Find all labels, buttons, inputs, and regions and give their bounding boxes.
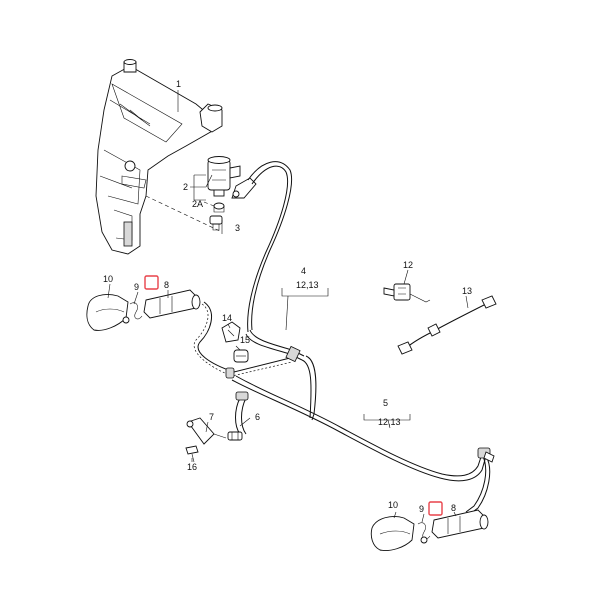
callout-5: 5 — [383, 398, 388, 408]
callout-8-right: 8 — [451, 503, 456, 513]
highlight-box-left — [144, 275, 159, 290]
callout-9-right: 9 — [419, 504, 424, 514]
callout-10-left: 10 — [103, 274, 113, 284]
callout-2: 2 — [183, 182, 188, 192]
washer-nozzle-left — [143, 289, 201, 319]
callout-15: 15 — [240, 335, 250, 345]
callout-9-left: 9 — [134, 282, 139, 292]
nozzle-cover-left — [86, 294, 129, 331]
callout-16: 16 — [187, 462, 197, 472]
callout-7: 7 — [209, 412, 214, 422]
pump-12 — [383, 283, 431, 303]
washer-nozzle-right — [431, 509, 489, 539]
callout-4: 4 — [301, 266, 306, 276]
level-sensor — [209, 215, 223, 231]
washer-fluid-reservoir — [95, 59, 223, 255]
nozzle-cover-right — [370, 516, 415, 551]
holder-15 — [233, 349, 249, 363]
callout-13: 13 — [462, 286, 472, 296]
spring-clip-right — [417, 522, 431, 544]
hose-connectors — [225, 345, 495, 463]
check-valve — [227, 431, 243, 441]
bolt-16 — [185, 445, 199, 463]
callout-3: 3 — [235, 223, 240, 233]
leader-lines — [107, 90, 469, 523]
pump-grommet — [213, 202, 225, 213]
callout-10-right: 10 — [388, 500, 398, 510]
wiring-harness-13 — [397, 295, 497, 355]
washer-pump — [207, 156, 241, 197]
highlight-box-right — [428, 501, 443, 516]
connector-7 — [186, 417, 227, 445]
callout-2a: 2A — [192, 199, 203, 209]
callout-14: 14 — [222, 313, 232, 323]
callout-12: 12 — [403, 260, 413, 270]
callout-1: 1 — [176, 79, 181, 89]
callout-4-subparts: 12,13 — [296, 280, 319, 290]
hose-main — [193, 161, 491, 515]
clip-14 — [221, 321, 241, 343]
callout-8-left: 8 — [164, 280, 169, 290]
callout-6: 6 — [255, 412, 260, 422]
pump-elbow — [231, 177, 257, 199]
callout-5-subparts: 12,13 — [378, 417, 401, 427]
